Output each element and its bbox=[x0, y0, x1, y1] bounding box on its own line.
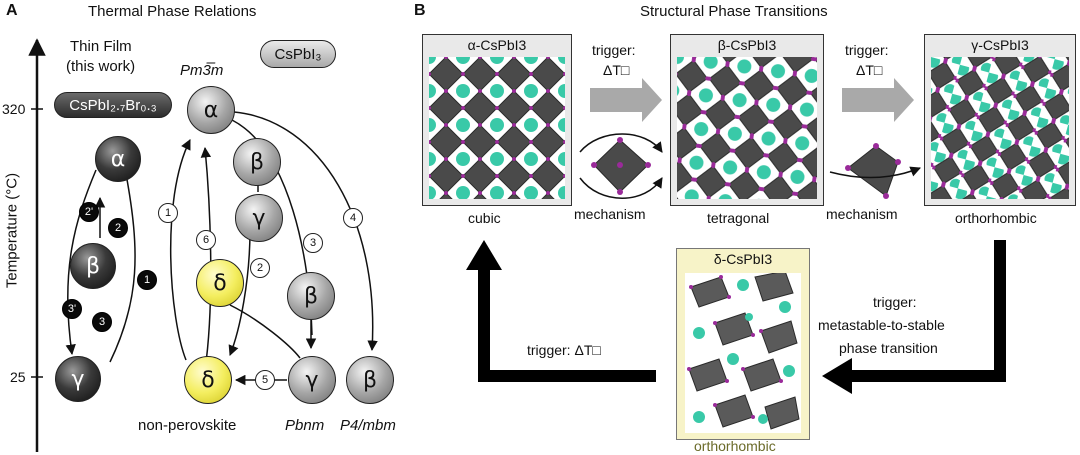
bulk-composition-pill: CsPbI₃ bbox=[260, 40, 336, 68]
film-beta-phase: β bbox=[70, 243, 116, 289]
panel-b-title: Structural Phase Transitions bbox=[640, 3, 828, 20]
delta-lattice-image bbox=[685, 273, 801, 433]
thick-arrow-left bbox=[478, 268, 656, 382]
film-alpha-phase: α bbox=[95, 136, 141, 182]
bulk-beta-bottom-phase: β bbox=[346, 356, 394, 404]
orthorhombic-label: orthorhombic bbox=[955, 210, 1037, 226]
grey-arrow-alpha-beta bbox=[590, 78, 662, 122]
film-gamma-phase: γ bbox=[55, 356, 101, 402]
bulk-beta-top-phase: β bbox=[233, 138, 281, 186]
this-work-label: (this work) bbox=[66, 58, 136, 75]
alpha-cspbi3-structure: α-CsPbI3 bbox=[422, 34, 572, 206]
panel-b-arrows bbox=[466, 78, 1006, 394]
tetragonal-lattice-image bbox=[677, 57, 817, 199]
bulk-beta-mid-phase: β bbox=[287, 272, 335, 320]
cubic-label: cubic bbox=[468, 210, 501, 226]
bulk-step-5: 5 bbox=[255, 370, 275, 390]
bulk-step-2: 2 bbox=[250, 258, 270, 278]
orthorhombic-lattice-image bbox=[931, 57, 1069, 199]
panel-b-letter: B bbox=[414, 2, 426, 19]
pm3m-label: Pm3̅m bbox=[180, 62, 224, 79]
bulk-step-6: 6 bbox=[196, 230, 216, 250]
mechanism-label-2: mechanism bbox=[826, 206, 898, 222]
gamma-cspbi3-title: γ-CsPbI3 bbox=[971, 37, 1029, 53]
film-step-1: 1 bbox=[137, 270, 157, 290]
delta-cspbi3-title: δ-CsPbI3 bbox=[713, 251, 773, 267]
bulk-alpha-phase: α bbox=[187, 86, 235, 134]
mechanism-label-1: mechanism bbox=[574, 206, 646, 222]
film-step-3prime: 3' bbox=[62, 299, 82, 319]
grey-arrow-beta-gamma bbox=[842, 78, 914, 122]
trigger-left-label: trigger: ΔT□ bbox=[527, 342, 601, 358]
mechanism-octahedron-2 bbox=[847, 145, 899, 197]
pbnm-label: Pbnm bbox=[285, 417, 325, 434]
gamma-cspbi3-structure: γ-CsPbI3 bbox=[924, 34, 1076, 206]
trigger-label-2: trigger: bbox=[845, 42, 889, 58]
beta-cspbi3-structure: β-CsPbI3 bbox=[670, 34, 824, 206]
non-perovskite-label: non-perovskite bbox=[138, 417, 237, 434]
tetragonal-label: tetragonal bbox=[707, 210, 770, 226]
film-step-2: 2 bbox=[108, 218, 128, 238]
delta-cspbi3-structure: δ-CsPbI3 bbox=[676, 248, 810, 440]
bulk-step-3: 3 bbox=[303, 233, 323, 253]
panel-a-letter: A bbox=[6, 2, 18, 19]
bulk-gamma-bottom-phase: γ bbox=[288, 356, 336, 404]
thin-film-label: Thin Film bbox=[70, 38, 132, 55]
bulk-delta-bottom-phase: δ bbox=[184, 356, 232, 404]
film-composition-pill: CsPbI₂.₇Br₀.₃ bbox=[54, 92, 172, 118]
orthorhombic-delta-label: orthorhombic bbox=[694, 438, 776, 454]
bulk-gamma-top-phase: γ bbox=[235, 194, 283, 242]
trigger-right-line-2: metastable-to-stable bbox=[818, 317, 945, 333]
trigger-label-1: trigger: bbox=[592, 42, 636, 58]
tick-320: 320 bbox=[2, 101, 26, 117]
beta-cspbi3-title: β-CsPbI3 bbox=[717, 37, 777, 53]
bulk-step-1: 1 bbox=[158, 203, 178, 223]
bulk-delta-yellow-phase: δ bbox=[196, 259, 244, 307]
tick-25: 25 bbox=[10, 369, 26, 385]
trigger-right-line-3: phase transition bbox=[839, 340, 938, 356]
cubic-lattice-image bbox=[429, 57, 565, 199]
film-step-3: 3 bbox=[92, 312, 112, 332]
trigger-dt-2: ΔT□ bbox=[856, 62, 883, 78]
trigger-right-line-1: trigger: bbox=[873, 294, 917, 310]
bulk-step-4: 4 bbox=[343, 208, 363, 228]
film-step-2prime: 2' bbox=[79, 202, 99, 222]
thick-arrow-right bbox=[850, 240, 1006, 382]
trigger-dt-1: ΔT□ bbox=[603, 62, 630, 78]
temperature-axis-label: Temperature (°C) bbox=[3, 172, 21, 289]
p4mbm-label: P4/mbm bbox=[340, 417, 396, 434]
alpha-cspbi3-title: α-CsPbI3 bbox=[467, 37, 527, 53]
panel-a-title: Thermal Phase Relations bbox=[88, 3, 257, 20]
